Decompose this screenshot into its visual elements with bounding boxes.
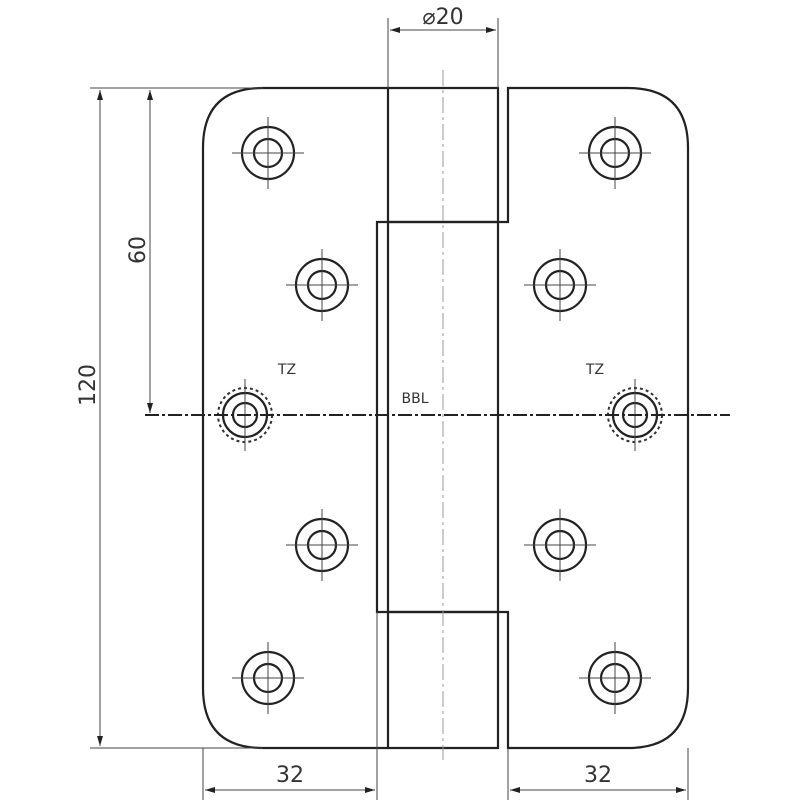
tz-label-left: TZ <box>277 362 296 378</box>
screw-hole <box>522 247 598 323</box>
screw-hole <box>230 115 306 191</box>
screw-hole <box>577 115 653 191</box>
screw-hole <box>522 507 598 583</box>
left-leaf-width-dimension: 32 <box>276 763 304 788</box>
half-height-dimension: 60 <box>126 236 151 264</box>
screw-hole <box>284 507 360 583</box>
screw-hole <box>230 640 306 716</box>
bbl-label: BBL <box>401 391 428 407</box>
diameter-dimension: ⌀20 <box>422 5 463 30</box>
tz-label-right: TZ <box>585 362 604 378</box>
dimension-lines <box>90 18 689 800</box>
screw-hole <box>284 247 360 323</box>
left-leaf <box>201 86 388 750</box>
total-height-dimension: 120 <box>76 364 101 406</box>
right-leaf-width-dimension: 32 <box>584 763 612 788</box>
right-leaf <box>498 86 690 750</box>
screw-hole <box>577 640 653 716</box>
